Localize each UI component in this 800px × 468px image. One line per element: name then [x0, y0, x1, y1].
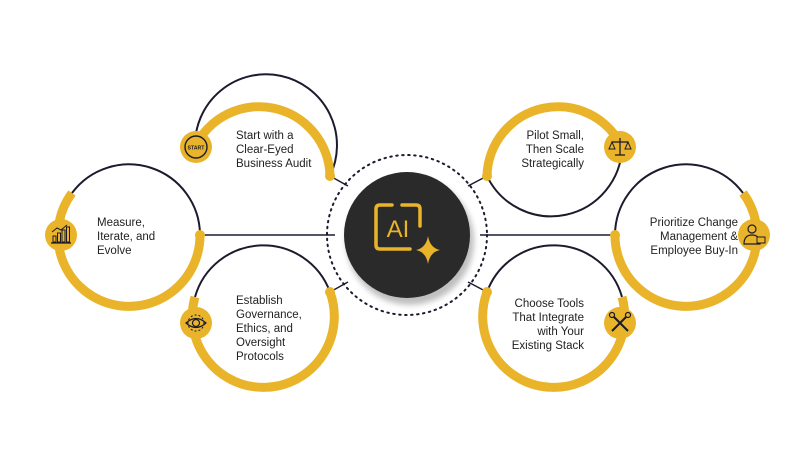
label-line: Existing Stack	[511, 340, 584, 352]
label-line: with Your	[537, 326, 584, 338]
label-line: Protocols	[236, 351, 284, 363]
label-line: Prioritize Change	[649, 217, 738, 229]
center-hub	[326, 154, 488, 316]
step-circle-pilot-small	[482, 102, 627, 218]
step-label-pilot-small: Pilot Small, Then Scale Strategically	[500, 129, 584, 171]
employee-icon	[738, 219, 770, 251]
label-line: Employee Buy-In	[650, 245, 738, 257]
label-line: Choose Tools	[514, 298, 584, 310]
label-line: Clear-Eyed	[236, 144, 294, 156]
label-line: Governance,	[236, 309, 302, 321]
label-line: Measure,	[97, 217, 145, 229]
step-label-business-audit: Start with a Clear-Eyed Business Audit	[236, 129, 311, 171]
tools-icon	[604, 307, 636, 339]
step-circle-business-audit	[190, 73, 338, 181]
label-line: Pilot Small,	[526, 130, 584, 142]
bar-chart-icon	[45, 219, 77, 251]
ai-label: AI	[387, 216, 410, 243]
ai-sparkle-icon: AI	[374, 203, 440, 264]
label-line: Oversight	[236, 337, 286, 349]
label-line: Evolve	[97, 245, 132, 257]
center-dotted-ring	[326, 154, 488, 316]
step-label-measure-iterate: Measure, Iterate, and Evolve	[97, 216, 155, 258]
label-line: Start with a	[236, 130, 294, 142]
label-line: Then Scale	[525, 144, 584, 156]
eye-gear-icon	[180, 307, 212, 339]
sparkle-icon	[416, 236, 440, 264]
step-label-governance: Establish Governance, Ethics, and Oversi…	[236, 294, 302, 364]
label-line: Establish	[236, 295, 283, 307]
label-line: That Integrate	[512, 312, 584, 324]
svg-text:START: START	[188, 146, 206, 152]
label-line: Ethics, and	[236, 323, 293, 335]
step-label-change-management: Prioritize Change Management & Employee …	[628, 216, 738, 258]
center-dark-circle	[344, 172, 470, 298]
label-line: Iterate, and	[97, 231, 156, 243]
label-line: Strategically	[521, 158, 584, 170]
label-line: Business Audit	[236, 158, 312, 170]
start-icon: START	[180, 131, 212, 163]
scales-icon	[604, 131, 636, 163]
label-line: Management &	[660, 231, 738, 243]
step-label-choose-tools: Choose Tools That Integrate with Your Ex…	[496, 297, 584, 353]
